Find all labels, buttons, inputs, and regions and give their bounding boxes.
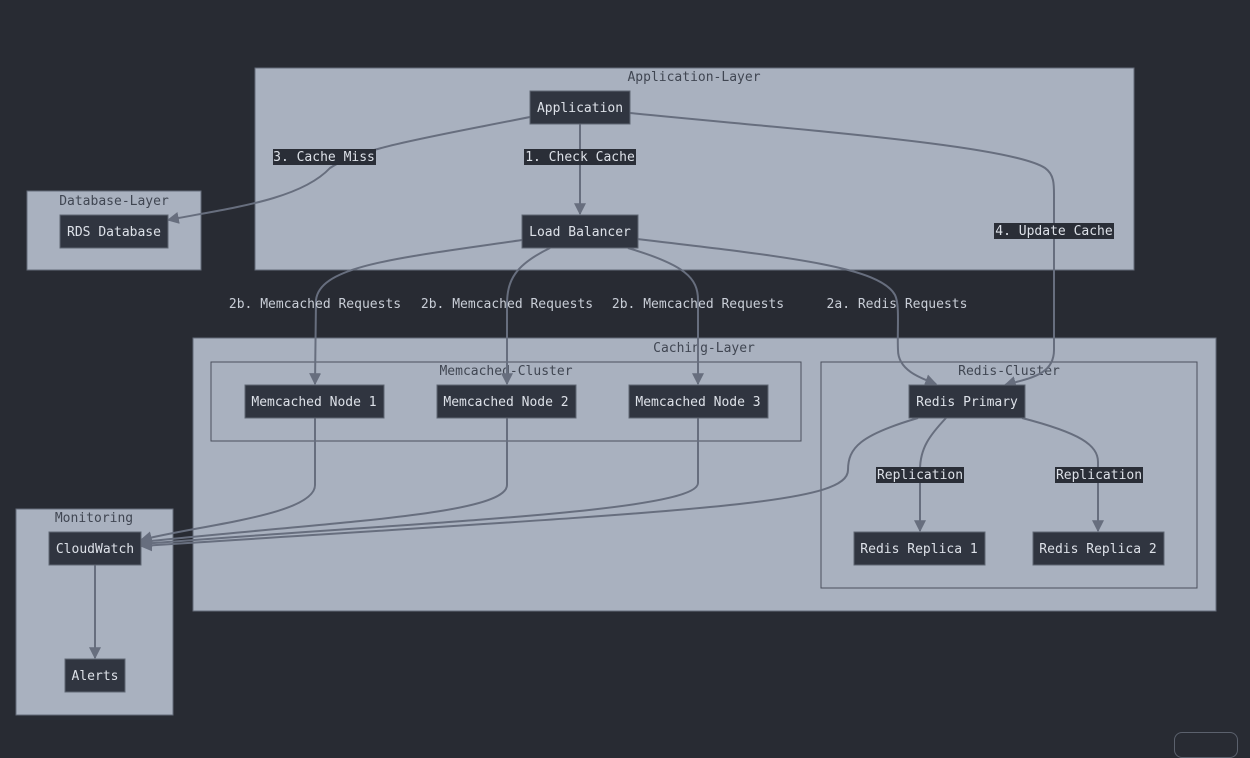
node-memcached-2[interactable]: Memcached Node 2: [436, 384, 577, 419]
cluster-label-application-layer: Application-Layer: [627, 70, 760, 85]
svg-text:Replication: Replication: [1056, 468, 1142, 483]
node-memcached-3[interactable]: Memcached Node 3: [628, 384, 769, 419]
svg-text:RDS Database: RDS Database: [67, 225, 161, 240]
edge-label-check-cache: 1. Check Cache: [524, 149, 636, 165]
edge-labels: 1. Check Cache 3. Cache Miss 4. Update C…: [229, 149, 1143, 483]
edge-label-update-cache: 4. Update Cache: [994, 223, 1114, 239]
edge-update-cache: [629, 112, 1056, 388]
svg-text:Application: Application: [537, 101, 623, 116]
node-redis-replica-1[interactable]: Redis Replica 1: [853, 531, 986, 566]
node-rds-database[interactable]: RDS Database: [59, 214, 169, 249]
edge-lb-redis: [636, 238, 938, 386]
svg-text:1. Check Cache: 1. Check Cache: [525, 150, 635, 165]
edges: [89, 112, 1104, 660]
node-memcached-1[interactable]: Memcached Node 1: [244, 384, 385, 419]
edge-redis-cloudwatch: [139, 417, 919, 552]
edge-label-mc-req-2: 2b. Memcached Requests: [421, 297, 593, 312]
cluster-label-database-layer: Database-Layer: [59, 194, 169, 209]
edge-label-cache-miss: 3. Cache Miss: [273, 149, 376, 165]
svg-text:Memcached Node 2: Memcached Node 2: [443, 395, 568, 410]
cluster-label-monitoring: Monitoring: [55, 511, 133, 526]
edge-lb-mc3: [627, 247, 704, 386]
svg-text:Alerts: Alerts: [72, 669, 119, 684]
svg-text:Redis Primary: Redis Primary: [916, 395, 1018, 410]
edge-mc1-cloudwatch: [139, 418, 316, 544]
edge-label-mc-req-1: 2b. Memcached Requests: [229, 297, 401, 312]
edge-lb-mc1: [309, 239, 523, 386]
edge-mc2-cloudwatch: [139, 418, 508, 547]
cluster-application-layer: Application-Layer: [254, 67, 1135, 271]
corner-control-button[interactable]: [1174, 732, 1238, 758]
svg-text:Memcached Node 3: Memcached Node 3: [635, 395, 760, 410]
edge-label-mc-req-3: 2b. Memcached Requests: [612, 297, 784, 312]
node-load-balancer[interactable]: Load Balancer: [521, 214, 639, 249]
edge-label-redis-req: 2a. Redis Requests: [827, 297, 968, 312]
svg-text:3. Cache Miss: 3. Cache Miss: [273, 150, 375, 165]
edge-replication-2: [1021, 417, 1104, 533]
node-alerts[interactable]: Alerts: [64, 658, 126, 693]
cluster-label-caching-layer: Caching-Layer: [653, 341, 755, 356]
svg-text:Redis Replica 1: Redis Replica 1: [860, 542, 977, 557]
node-redis-primary[interactable]: Redis Primary: [908, 384, 1026, 419]
svg-text:Replication: Replication: [877, 468, 963, 483]
node-redis-replica-2[interactable]: Redis Replica 2: [1032, 531, 1165, 566]
svg-text:4. Update Cache: 4. Update Cache: [995, 224, 1113, 239]
svg-text:CloudWatch: CloudWatch: [56, 542, 134, 557]
edge-cache-miss: [166, 116, 531, 224]
edge-label-replication-1: Replication: [876, 467, 964, 483]
edge-label-replication-2: Replication: [1055, 467, 1143, 483]
svg-text:Redis Replica 2: Redis Replica 2: [1039, 542, 1156, 557]
svg-text:Load Balancer: Load Balancer: [529, 225, 631, 240]
edge-mc3-cloudwatch: [139, 418, 699, 550]
svg-text:Memcached Node 1: Memcached Node 1: [251, 395, 376, 410]
node-cloudwatch[interactable]: CloudWatch: [48, 531, 142, 566]
cluster-database-layer: Database-Layer: [26, 190, 202, 271]
node-application[interactable]: Application: [529, 90, 631, 125]
edge-lb-mc2: [501, 247, 551, 386]
